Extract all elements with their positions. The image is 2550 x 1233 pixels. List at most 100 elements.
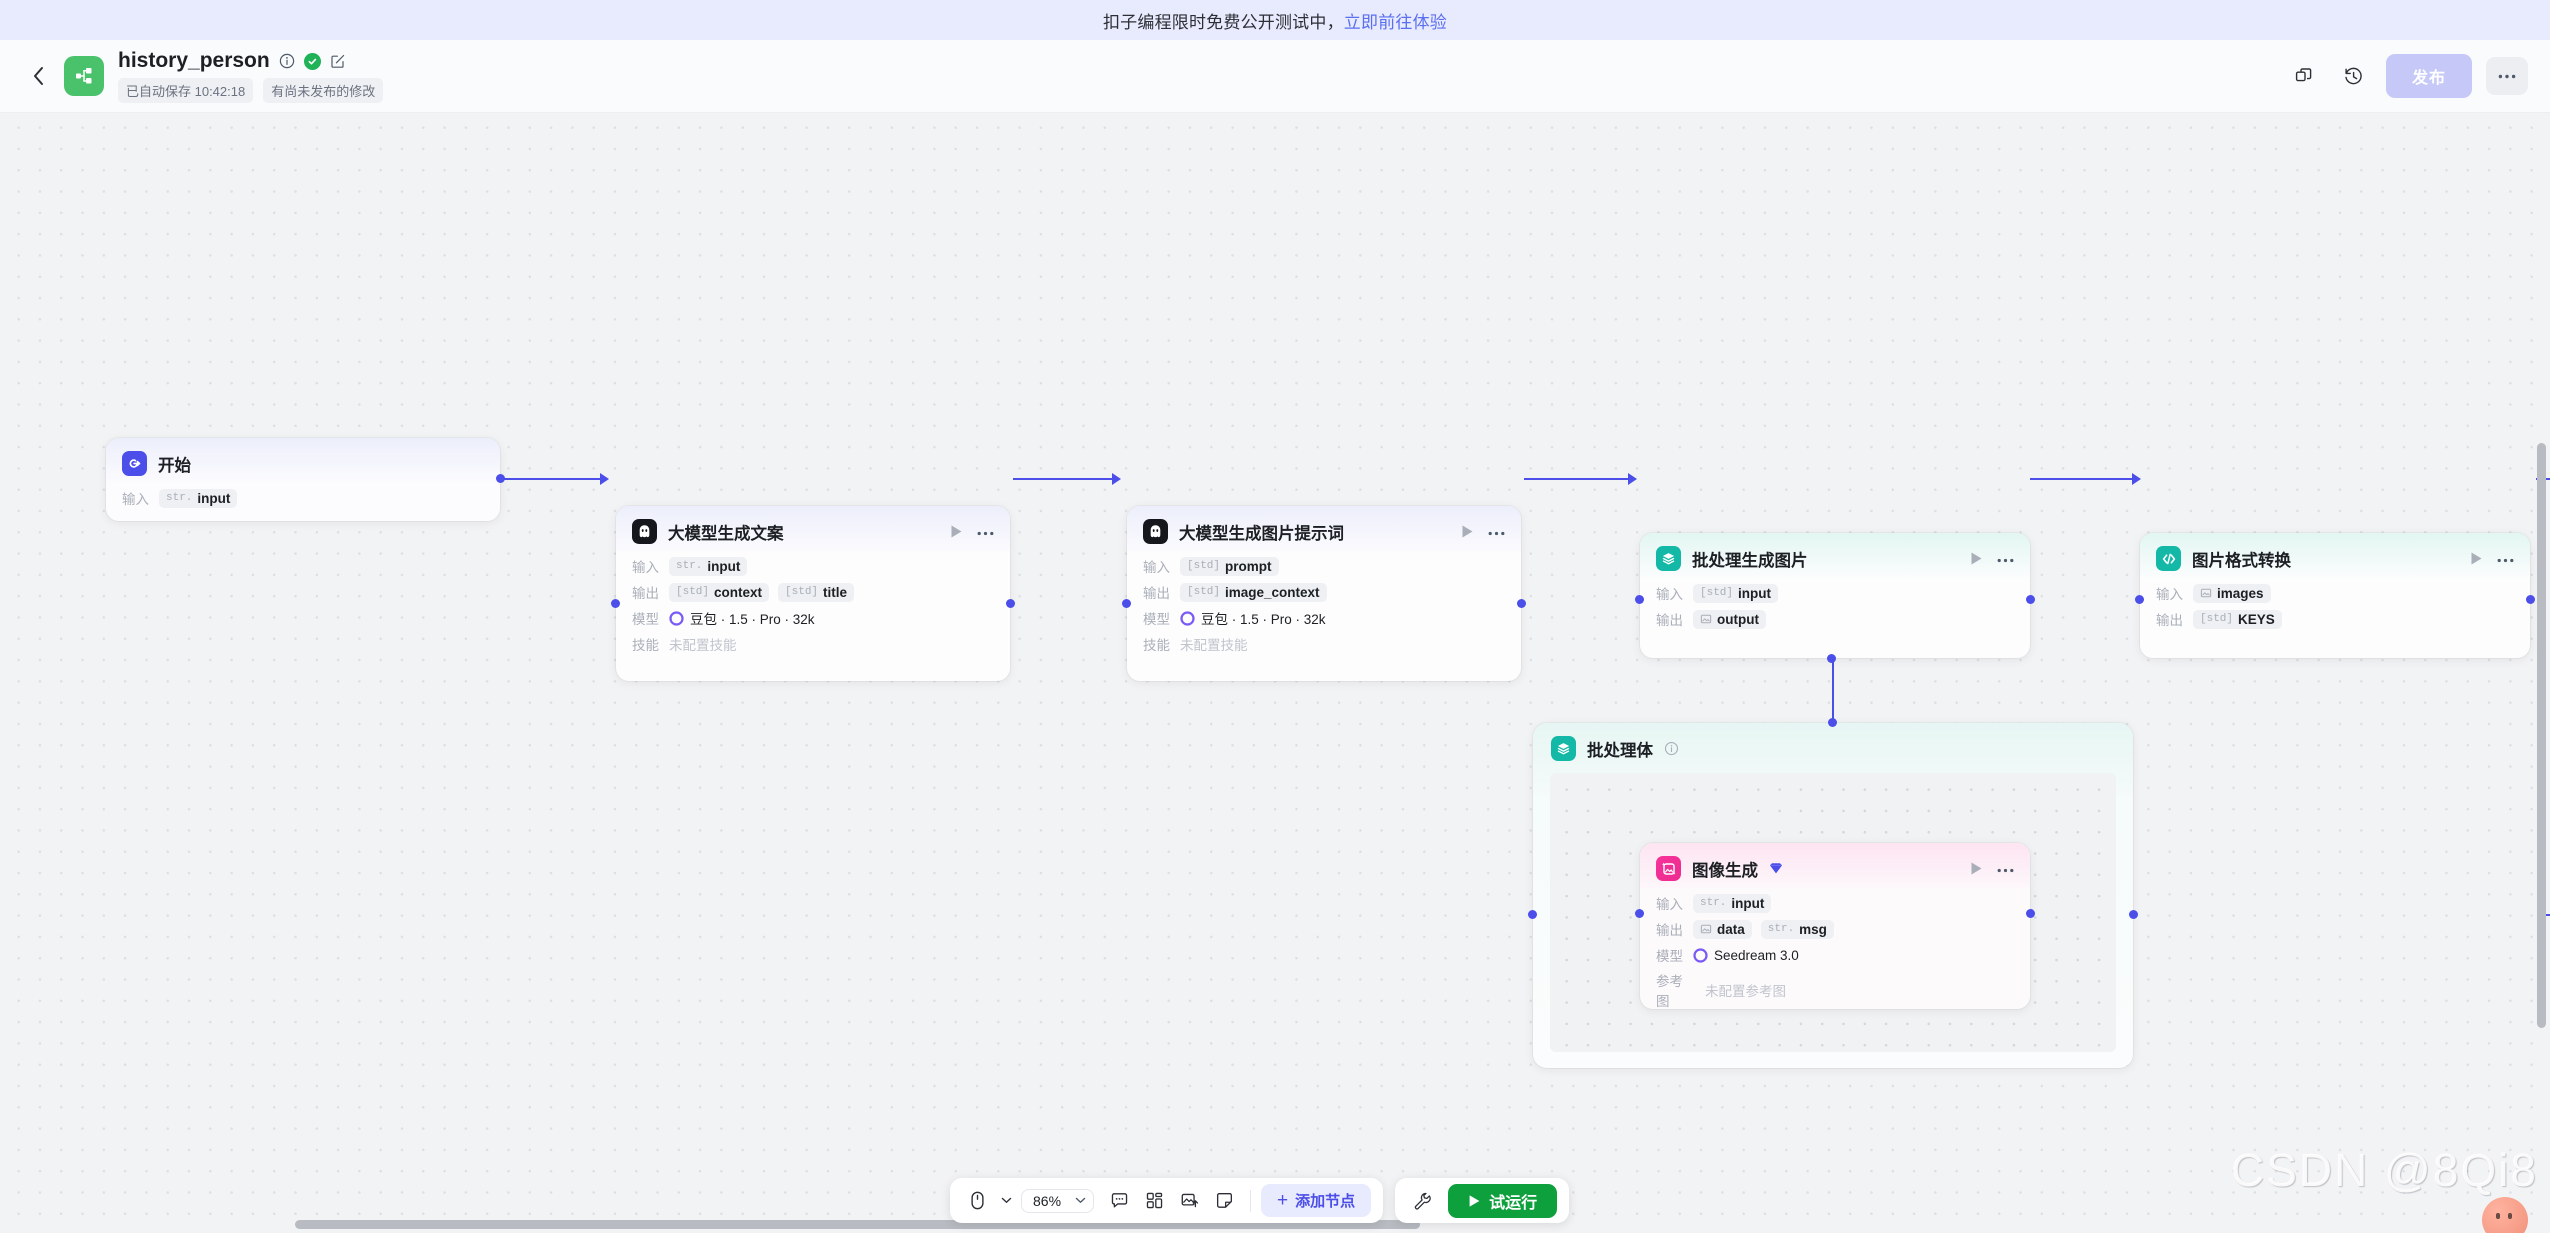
node-llm-copy-output-port[interactable] bbox=[1006, 599, 1015, 608]
node-batch-generate-bottom-port[interactable] bbox=[1827, 654, 1836, 663]
wrench-icon bbox=[1414, 1192, 1431, 1210]
node-batch-generate-output-port[interactable] bbox=[2026, 595, 2035, 604]
row-label: 技能 bbox=[1143, 638, 1170, 653]
node-image-convert-output-port[interactable] bbox=[2526, 595, 2535, 604]
port-chip-keys[interactable]: [std] KEYS bbox=[2193, 609, 2282, 629]
duplicate-button[interactable] bbox=[2286, 58, 2322, 94]
node-image-generate[interactable]: 图像生成 bbox=[1635, 843, 2035, 1010]
port-chip-msg[interactable]: str. msg bbox=[1760, 919, 1834, 939]
node-start-header: 开始 bbox=[106, 438, 500, 483]
node-llm-prompt-input-port[interactable] bbox=[1122, 599, 1131, 608]
info-circle-icon[interactable] bbox=[278, 52, 296, 70]
play-icon[interactable] bbox=[1970, 551, 1983, 566]
port-chip-input[interactable]: str. input bbox=[1693, 893, 1772, 913]
node-row: 模型 豆包 · 1.5 · Pro · 32k bbox=[1143, 607, 1505, 629]
node-image-generate-input-port[interactable] bbox=[1635, 909, 1644, 918]
edge-arrow bbox=[1112, 473, 1121, 485]
promo-banner: 扣子编程限时免费公开测试中，立即前往体验 bbox=[0, 0, 2550, 40]
port-chip-prompt[interactable]: [std] prompt bbox=[1180, 556, 1279, 576]
chip-name: image_context bbox=[1225, 584, 1320, 600]
node-image-convert-body: 输入 images 输出 [std] bbox=[2140, 578, 2530, 630]
cursor-mode-caret[interactable] bbox=[997, 1185, 1015, 1216]
node-batch-generate-input-port[interactable] bbox=[1635, 595, 1644, 604]
row-label: 输出 bbox=[632, 586, 659, 601]
chevron-left-icon bbox=[33, 67, 43, 85]
node-image-convert-input-port[interactable] bbox=[2135, 595, 2144, 604]
cursor-mode-button[interactable] bbox=[962, 1185, 993, 1216]
node-start-body: 输入 str. input bbox=[106, 483, 500, 509]
port-chip-output[interactable]: output bbox=[1693, 609, 1766, 629]
node-llm-copy-body: 输入 str. input 输出 [std] context [std] tit… bbox=[616, 551, 1010, 655]
chip-name: title bbox=[823, 584, 848, 600]
workflow-canvas[interactable]: 开始 输入 str. input bbox=[0, 113, 2550, 1233]
port-chip-input[interactable]: str. input bbox=[669, 556, 748, 576]
comment-button[interactable] bbox=[1104, 1185, 1135, 1216]
node-llm-prompt[interactable]: 大模型生成图片提示词 输入 [std] bbox=[1122, 506, 1526, 681]
play-icon[interactable] bbox=[2470, 551, 2483, 566]
more-dots-icon[interactable] bbox=[1997, 554, 2014, 563]
info-circle-icon-svg bbox=[1664, 741, 1679, 756]
node-image-generate-output-port[interactable] bbox=[2026, 909, 2035, 918]
play-icon[interactable] bbox=[1461, 524, 1474, 539]
add-node-button[interactable]: + 添加节点 bbox=[1261, 1184, 1372, 1217]
doubao-model-icon bbox=[669, 610, 684, 626]
play-icon[interactable] bbox=[1970, 861, 1983, 876]
node-image-convert-header: 图片格式转换 bbox=[2140, 533, 2530, 578]
more-dots-icon[interactable] bbox=[2497, 554, 2514, 563]
batch-container-input-port[interactable] bbox=[1528, 910, 1537, 919]
more-dots-icon[interactable] bbox=[1488, 527, 1505, 536]
title-row: history_person bbox=[118, 49, 383, 72]
node-start[interactable]: 开始 输入 str. input bbox=[106, 438, 505, 521]
model-name: Seedream 3.0 bbox=[1714, 947, 1799, 963]
chip-type: str. bbox=[1767, 923, 1795, 935]
node-batch-generate[interactable]: 批处理生成图片 输入 [std] bbox=[1635, 533, 2035, 663]
zoom-level-select[interactable]: 86% bbox=[1021, 1188, 1095, 1213]
port-chip-data[interactable]: data bbox=[1693, 919, 1752, 939]
model-value: Seedream 3.0 bbox=[1693, 948, 1799, 963]
row-label: 输入 bbox=[632, 560, 659, 575]
chip-name: prompt bbox=[1225, 558, 1272, 574]
info-circle-icon[interactable] bbox=[1664, 741, 1679, 756]
port-chip-input[interactable]: [std] input bbox=[1693, 583, 1779, 603]
node-start-output-port[interactable] bbox=[496, 474, 505, 483]
test-run-button[interactable]: 试运行 bbox=[1448, 1183, 1558, 1218]
row-label: 输入 bbox=[1656, 587, 1683, 602]
history-button[interactable] bbox=[2336, 58, 2372, 94]
more-dots-icon[interactable] bbox=[977, 527, 994, 536]
batch-container-output-port[interactable] bbox=[2129, 910, 2138, 919]
batch-body-container[interactable]: 批处理体 bbox=[1528, 718, 2138, 1068]
port-chip-context[interactable]: [std] context bbox=[669, 582, 770, 602]
vertical-scrollbar[interactable] bbox=[2537, 443, 2546, 1028]
play-icon[interactable] bbox=[950, 524, 963, 539]
more-dots-icon[interactable] bbox=[1997, 864, 2014, 873]
edge-llmcopy-to-llmprompt bbox=[1013, 478, 1116, 480]
promo-link[interactable]: 立即前往体验 bbox=[1343, 12, 1447, 32]
port-chip-input[interactable]: str. input bbox=[159, 488, 238, 508]
info-circle-icon-svg bbox=[279, 53, 294, 69]
export-image-button[interactable] bbox=[1174, 1185, 1205, 1216]
node-llm-copy-input-port[interactable] bbox=[611, 599, 620, 608]
batch-container-top-port[interactable] bbox=[1828, 718, 1837, 727]
port-chip-title[interactable]: [std] title bbox=[778, 582, 855, 602]
edit-square-icon[interactable] bbox=[329, 52, 347, 70]
chip-type: str. bbox=[676, 560, 703, 572]
horizontal-scrollbar[interactable] bbox=[295, 1220, 1420, 1229]
node-llm-prompt-output-port[interactable] bbox=[1517, 599, 1526, 608]
model-value: 豆包 · 1.5 · Pro · 32k bbox=[1180, 608, 1326, 628]
auto-layout-button[interactable] bbox=[1139, 1185, 1170, 1216]
bottom-toolbar: 86% bbox=[950, 1178, 1570, 1223]
doubao-llm-icon bbox=[632, 519, 657, 544]
layers-icon-svg bbox=[1557, 743, 1570, 755]
sticky-note-button[interactable] bbox=[1209, 1185, 1240, 1216]
header-more-button[interactable] bbox=[2486, 57, 2528, 95]
node-row: 模型 Seedream 3.0 bbox=[1656, 944, 2014, 966]
mouse-pointer-icon bbox=[971, 1191, 984, 1210]
port-chip-images[interactable]: images bbox=[2193, 583, 2271, 603]
port-chip-image-context[interactable]: [std] image_context bbox=[1180, 582, 1327, 602]
node-image-convert[interactable]: 图片格式转换 输入 bbox=[2135, 533, 2535, 658]
node-image-generate-body: 输入 str. input 输出 bbox=[1640, 888, 2030, 1010]
node-llm-copy[interactable]: 大模型生成文案 输入 str. bbox=[611, 506, 1015, 681]
settings-wrench-button[interactable] bbox=[1407, 1185, 1438, 1216]
back-button[interactable] bbox=[18, 56, 58, 96]
publish-button[interactable]: 发布 bbox=[2385, 54, 2472, 98]
